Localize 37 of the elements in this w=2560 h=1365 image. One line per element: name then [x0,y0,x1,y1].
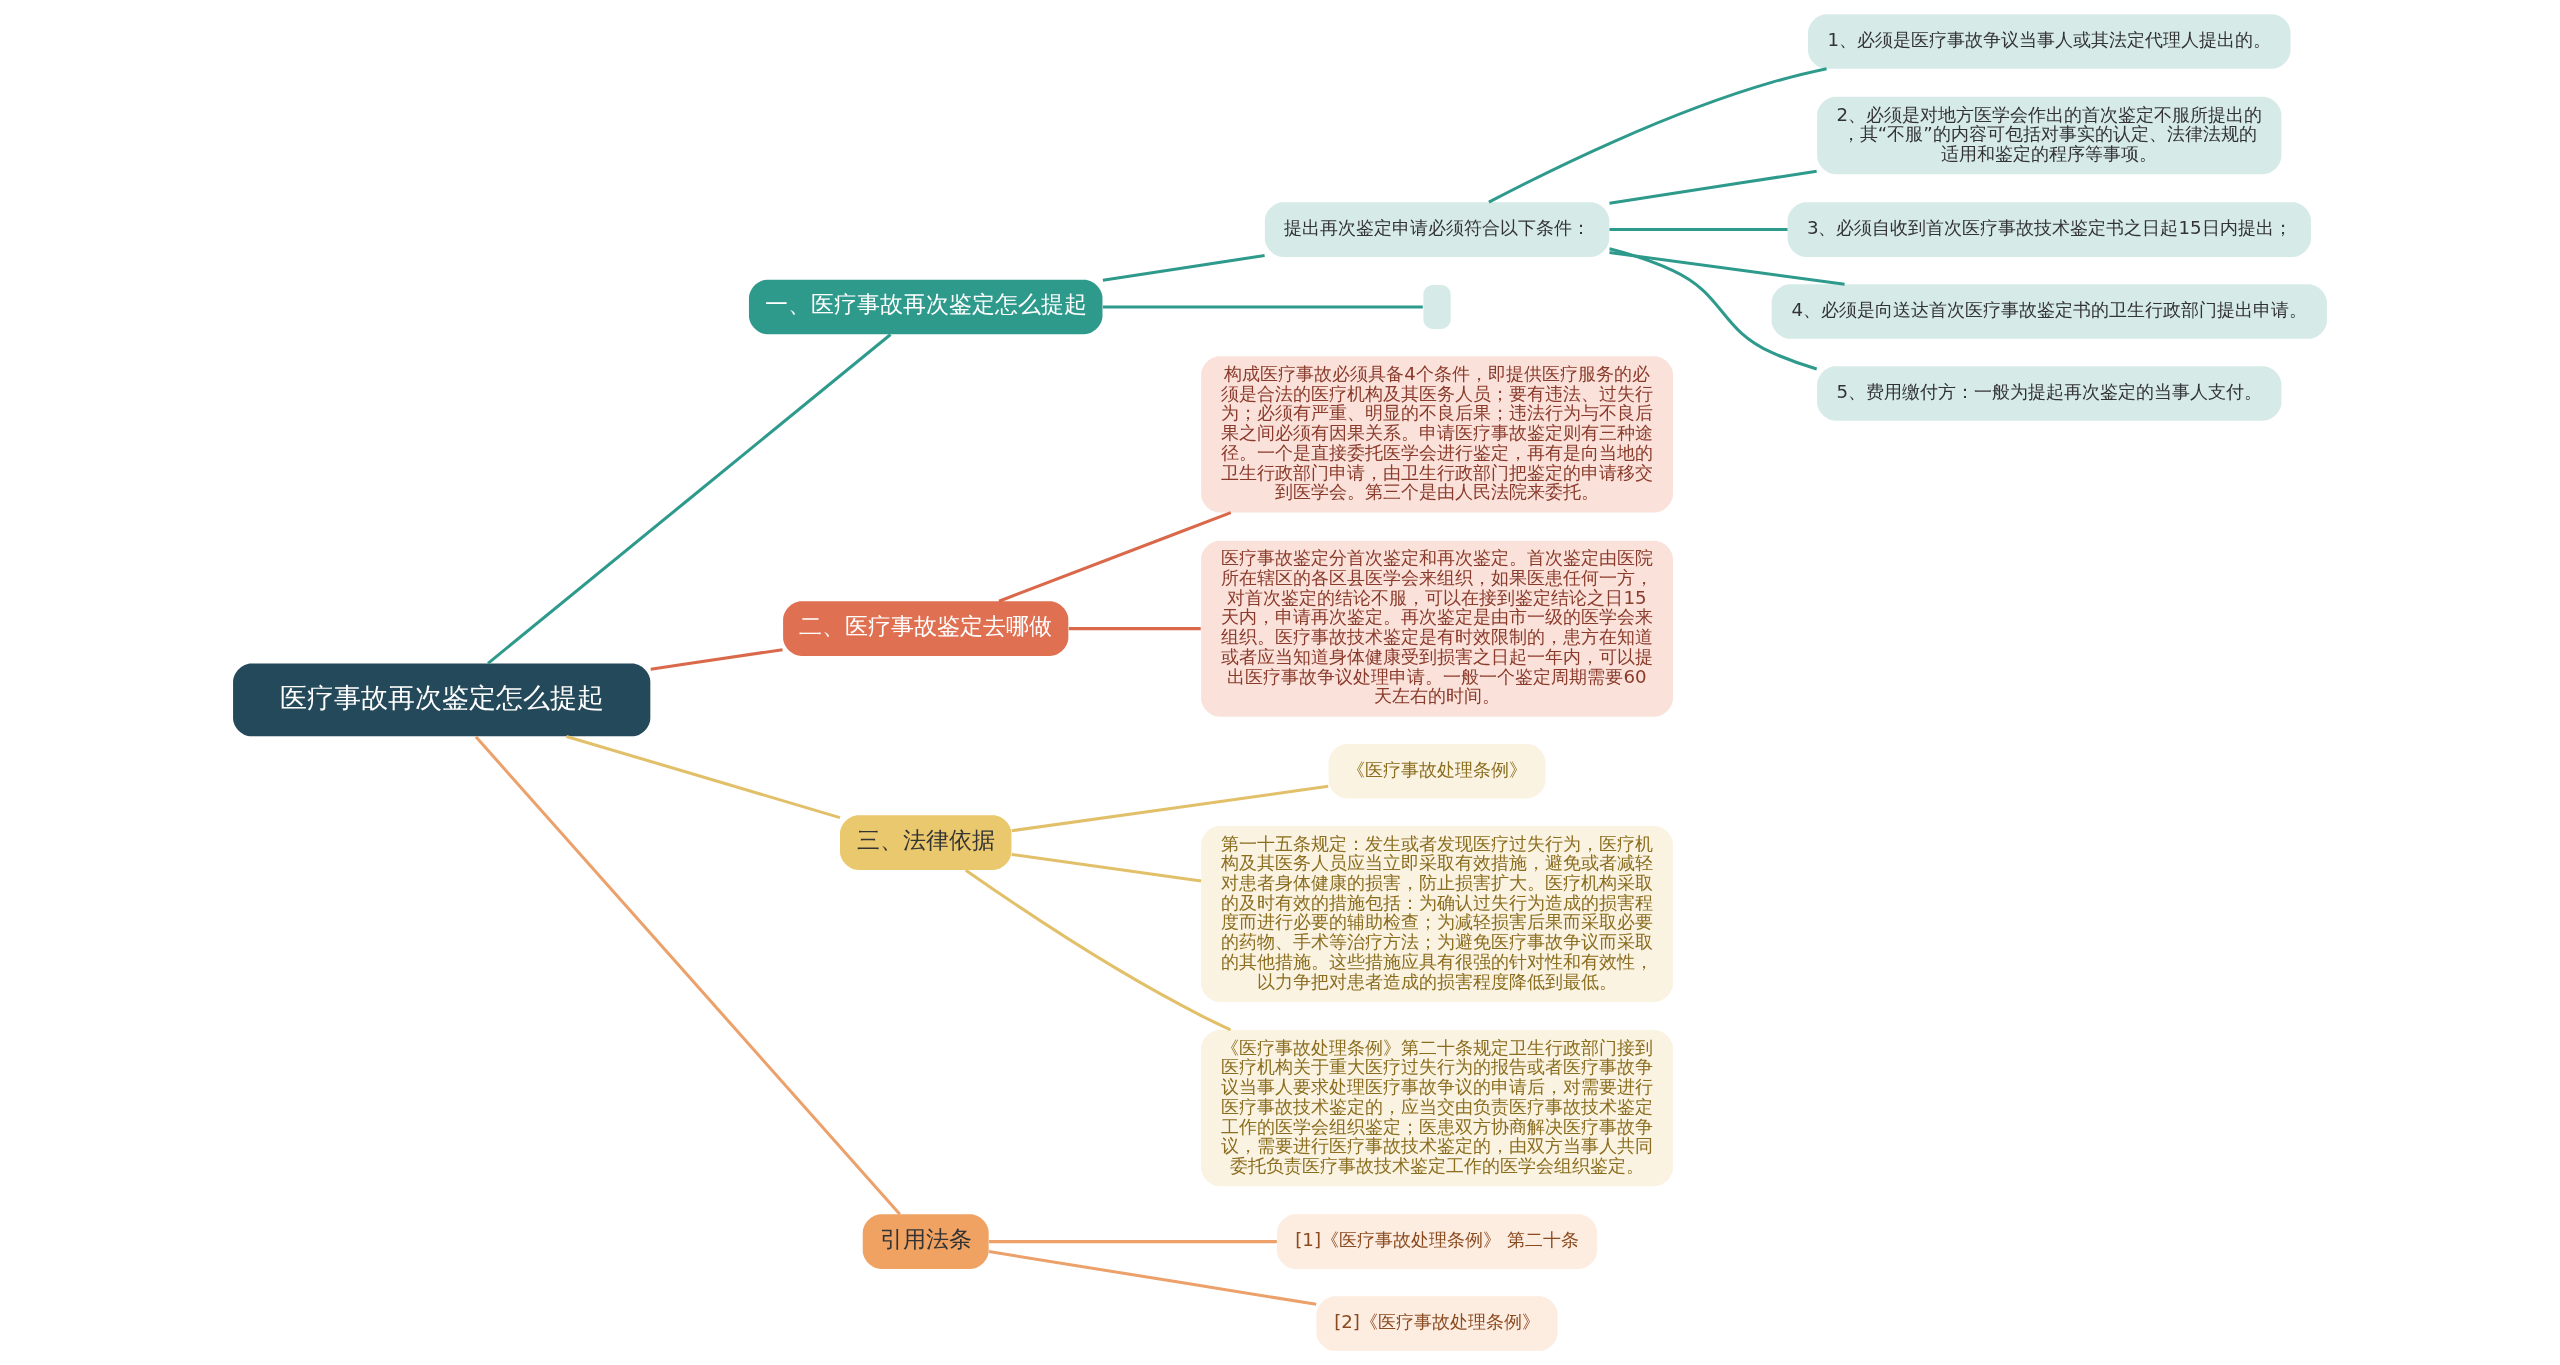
connector [964,868,1232,1032]
node-box: 三、法律依据 [840,815,1012,870]
connector [1609,228,1788,232]
connector [1609,247,1818,371]
connector [566,735,841,820]
connector [474,735,901,1216]
node-box: 2、必须是对地方医学会作出的首次鉴定不服所提出的，其“不服”的内容可包括对事实的认定、法律法规的适用和鉴定的程序等事项。 [1817,96,2282,175]
node-box [1423,284,1451,329]
connector [988,1250,1317,1306]
node-box: 5、费用缴付方：一般为提起再次鉴定的当事人支付。 [1817,366,2282,421]
connector [1102,305,1423,309]
node-box: [2]《医疗事故处理条例》 [1316,1296,1558,1351]
connector [1068,627,1201,631]
connector [650,648,783,671]
node-box: 4、必须是向送达首次医疗事故鉴定书的卫生行政部门提出申请。 [1771,284,2327,339]
node-box: 构成医疗事故必须具备4个条件，即提供医疗服务的必须是合法的医疗机构及其医务人员；要有违法、过失行为；必须有严重、明显的不良后果；违法行为与不良后果之间必须有因果关系。申请医疗事故鉴定则有三种途径。一个是直接委托医学会进行鉴定，再有是向当地的卫生行政部门申请，由卫生行政部门把鉴定的申请移交到医学会。第三个是由人民法院来委托。 [1201,356,1673,513]
connector [989,1240,1277,1244]
node-box: 提出再次鉴定申请必须符合以下条件： [1264,202,1610,257]
node-box: 《医疗事故处理条例》第二十条规定卫生行政部门接到医疗机构关于重大医疗过失行为的报告或者医疗事故争议当事人要求处理医疗事故争议的申请后，对需要进行医疗事故技术鉴定的，应当交由负责医疗事故技术鉴定工作的医学会组织鉴定；医患双方协商解决医疗事故争议，需要进行医疗事故技术鉴定的，由双方当事人共同委托负责医疗事故技术鉴定工作的医学会组织鉴定。 [1201,1029,1673,1187]
connector [1609,169,1817,205]
node-box: 医疗事故鉴定分首次鉴定和再次鉴定。首次鉴定由医院所在辖区的各区县医学会来组织，如果医患任何一方，对首次鉴定的结论不服，可以在接到鉴定结论之日15天内，申请再次鉴定。再次鉴定是由市一级的医学会来组织。医疗事故技术鉴定是有时效限制的，患方在知道或者应当知道身体健康受到损害之日起一年内，可以提出医疗事故争议处理申请。一般一个鉴定周期需要60天左右的时间。 [1201,540,1673,717]
connector [1488,67,1827,204]
node-box: 1、必须是医疗事故争议当事人或其法定代理人提出的。 [1808,14,2291,69]
connector [1011,852,1202,883]
connector [998,511,1232,603]
connector [1102,254,1265,282]
connector [1011,784,1329,833]
node-box: 二、医疗事故鉴定去哪做 [783,601,1069,656]
node-box: 《医疗事故处理条例》 [1328,743,1546,799]
connector [1609,251,1845,286]
node-box: 引用法条 [862,1214,989,1269]
node-box: [1]《医疗事故处理条例》 第二十条 [1276,1214,1598,1269]
node-box: 医疗事故再次鉴定怎么提起 [233,663,651,737]
node-box: 一、医疗事故再次鉴定怎么提起 [748,279,1103,335]
node-box: 3、必须自收到首次医疗事故技术鉴定书之日起15日内提出； [1787,202,2311,257]
connector [487,333,892,665]
node-box: 第一十五条规定：发生或者发现医疗过失行为，医疗机构及其医务人员应当立即采取有效措施，避免或者减轻对患者身体健康的损害，防止损害扩大。医疗机构采取的及时有效的措施包括：为确认过失行为造成的损害程度而进行必要的辅助检查；为减轻损害后果而采取必要的药物、手术等治疗方法；为避免医疗事故争议而采取的其他措施。这些措施应具有很强的针对性和有效性，以力争把对患者造成的损害程度降低到最低。 [1201,825,1673,1002]
